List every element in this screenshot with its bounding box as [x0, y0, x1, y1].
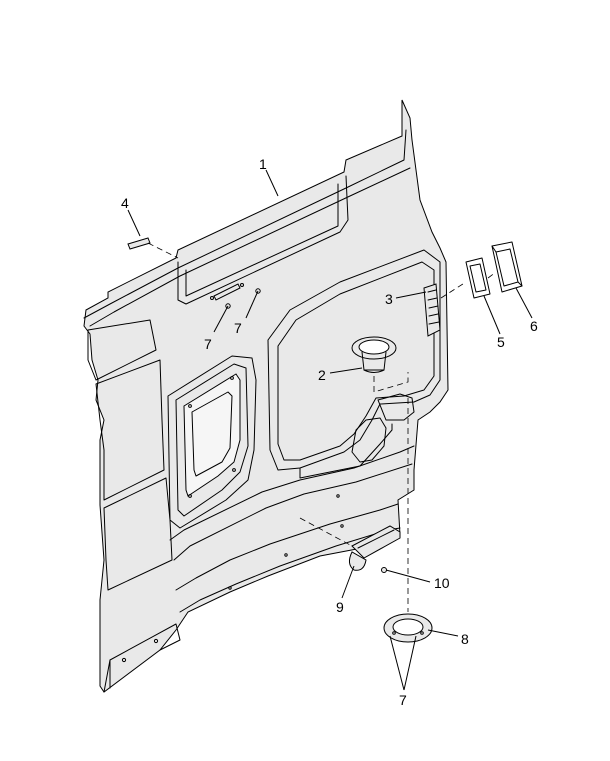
- callout-10: 10: [434, 575, 450, 591]
- callout-4: 4: [121, 195, 129, 211]
- cup-holder: [351, 336, 397, 373]
- callout-6: 6: [530, 318, 538, 334]
- callout-7-right: 7: [234, 320, 242, 336]
- callout-8: 8: [461, 631, 469, 647]
- fasteners-part-7-upper: [210, 283, 261, 309]
- clip-part-4: [127, 237, 151, 250]
- assembly-dashed-lines: [147, 242, 497, 612]
- gasket-frame-part-5: [465, 257, 491, 299]
- bezel-frame-part-6: [491, 241, 523, 293]
- callout-2: 2: [318, 367, 326, 383]
- leader-lines: [127, 169, 533, 691]
- ring-bezel-part-8: [383, 613, 433, 643]
- storage-tray-part-9: [348, 525, 401, 571]
- callout-7-bottom: 7: [399, 692, 407, 708]
- callout-5: 5: [497, 334, 505, 350]
- callout-9: 9: [336, 599, 344, 615]
- vent-grille: [423, 283, 441, 337]
- callout-1: 1: [259, 156, 267, 172]
- screw-part-10: [381, 567, 387, 573]
- trim-panel: [83, 99, 449, 693]
- callout-3: 3: [385, 291, 393, 307]
- callout-labels: 1 2 3 4 5 6 7 7 7 8 9 10: [121, 156, 538, 708]
- callout-7-left: 7: [204, 336, 212, 352]
